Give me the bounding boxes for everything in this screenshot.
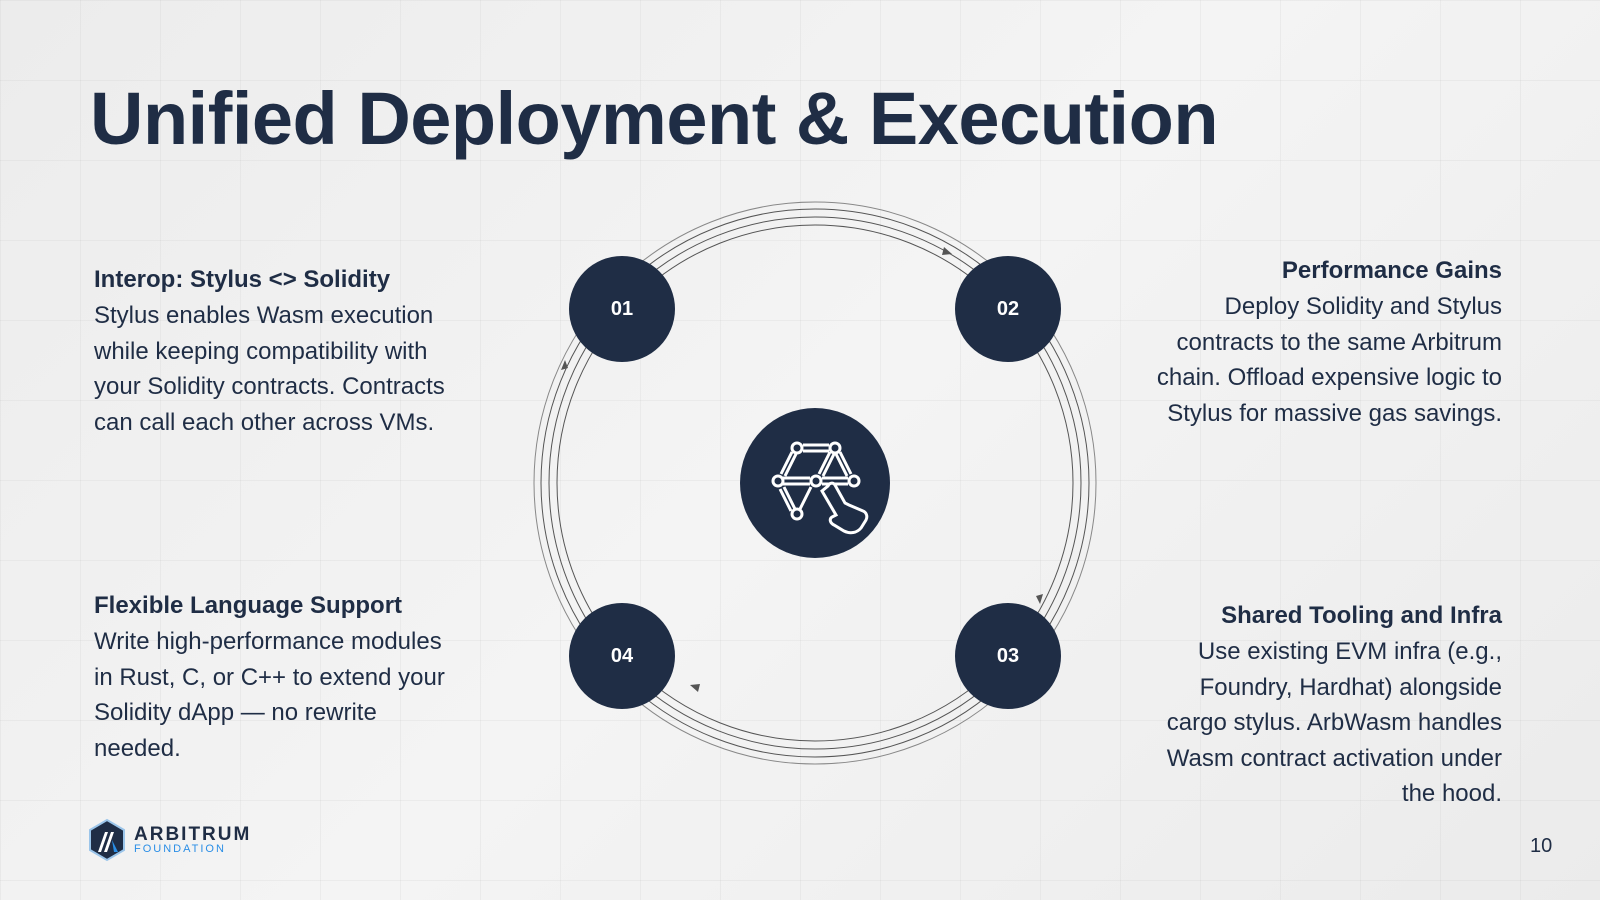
logo-name: ARBITRUM <box>134 823 252 845</box>
arbitrum-hex-icon <box>89 818 125 862</box>
arbitrum-logo: ARBITRUM FOUNDATION <box>88 818 251 862</box>
network-hand-icon <box>740 408 890 558</box>
step-01: 01 <box>569 256 675 362</box>
logo-sub: FOUNDATION <box>134 842 226 855</box>
language-block: Flexible Language Support Write high-per… <box>94 592 454 766</box>
interop-body: Stylus enables Wasm execution while keep… <box>94 302 445 436</box>
language-heading: Flexible Language Support <box>94 592 403 619</box>
step-03: 03 <box>955 603 1061 709</box>
performance-block: Performance Gains Deploy Solidity and St… <box>1142 257 1502 431</box>
performance-body: Deploy Solidity and Stylus contracts to … <box>1156 293 1502 427</box>
tooling-body: Use existing EVM infra (e.g., Foundry, H… <box>1166 638 1502 807</box>
page-number: 10 <box>1530 835 1553 857</box>
interop-heading: Interop: Stylus <> Solidity <box>94 266 391 293</box>
tooling-heading: Shared Tooling and Infra <box>1221 602 1502 629</box>
language-body: Write high-performance modules in Rust, … <box>94 628 445 762</box>
cycle-arrows <box>561 247 1043 692</box>
tooling-block: Shared Tooling and Infra Use existing EV… <box>1142 602 1502 812</box>
performance-heading: Performance Gains <box>1281 257 1502 284</box>
page-title: Unified Deployment & Execution <box>90 77 1219 160</box>
step-04: 04 <box>569 603 675 709</box>
interop-block: Interop: Stylus <> Solidity Stylus enabl… <box>94 266 454 440</box>
step-02: 02 <box>955 256 1061 362</box>
